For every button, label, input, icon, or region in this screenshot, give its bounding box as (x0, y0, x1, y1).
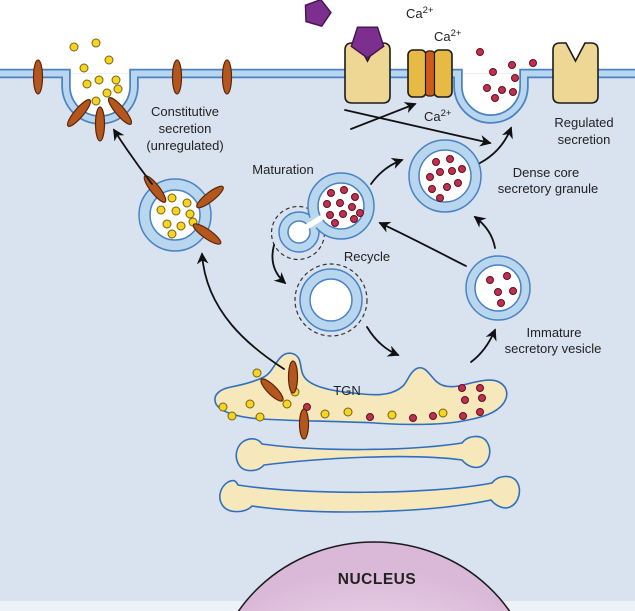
nucleus-label: NUCLEUS (338, 571, 416, 588)
dense-core-label-line2: secretory granule (498, 181, 598, 196)
tgn-membrane-proteins (260, 360, 310, 440)
arrow-granule-to-membrane (479, 126, 513, 164)
golgi-cisterna-lower (219, 475, 521, 513)
constitutive-vesicle-cargo (156, 193, 198, 239)
arrow-vesicle-to-membrane (113, 128, 153, 185)
recycle-coat-dashed (294, 263, 368, 337)
constitutive-label-line1: Constitutive (151, 104, 219, 119)
constitutive-label-line2: secretion (159, 121, 212, 136)
arrow-immature-to-maturation (378, 221, 467, 267)
receptor-with-ligand (344, 26, 391, 104)
arrow-calcium-signal (344, 109, 492, 147)
membrane-protein-icon (32, 59, 44, 95)
pathway-arrows (113, 102, 513, 370)
dense-core-label-line1: Dense core (513, 165, 579, 180)
constitutive-pocket-proteins (66, 97, 133, 142)
membrane-protein-icon (221, 59, 233, 95)
arrow-tgn-to-constitutive-vesicle (196, 252, 285, 370)
immature-label-line2: secretory vesicle (505, 341, 602, 356)
regulated-label-line1: Regulated (554, 115, 613, 130)
arrow-tgn-to-immature (470, 328, 497, 363)
recycle-vesicle (294, 263, 368, 337)
tgn-label: TGN (333, 383, 360, 398)
regulated-released-cargo (476, 48, 537, 102)
free-ligand-icon (304, 0, 332, 27)
membrane-protein-icon (171, 59, 183, 95)
golgi-cisterna-upper (235, 435, 491, 472)
transmembrane-protein-icons (32, 59, 233, 95)
maturation-label: Maturation (252, 162, 313, 177)
arrow-signal-to-channel (350, 102, 417, 130)
immature-secretory-vesicle (465, 255, 531, 321)
arrow-immature-to-granule (473, 215, 496, 249)
maturing-granule-cargo (323, 186, 364, 227)
empty-receptor-icon (552, 42, 599, 104)
cytoplasm (0, 73, 635, 601)
dense-core-secretory-granule (408, 139, 482, 213)
bound-ligand-icon (350, 26, 385, 59)
trans-golgi-network (214, 352, 508, 440)
calcium-channel-icon (407, 49, 453, 98)
calcium-label-arrow: Ca2+ (424, 108, 452, 124)
tgn-cargo-dots (218, 368, 486, 422)
nucleus (237, 541, 511, 611)
maturing-granule-with-bud (270, 172, 375, 261)
constitutive-released-cargo (69, 38, 123, 106)
constitutive-label-line3: (unregulated) (146, 138, 223, 153)
arrow-recycle-to-tgn (366, 326, 400, 357)
calcium-label-top: Ca2+ (406, 5, 434, 21)
calcium-label-mid: Ca2+ (434, 28, 462, 44)
dense-core-cargo (426, 155, 466, 202)
regulated-fusion-pocket (458, 73, 524, 119)
recycle-label: Recycle (344, 249, 390, 264)
immature-vesicle-cargo (486, 272, 517, 307)
immature-label-line1: Immature (527, 325, 582, 340)
diagram-labels: Constitutive secretion (unregulated) Mat… (146, 5, 613, 588)
arrow-maturation-to-granule (370, 157, 404, 185)
constitutive-secretory-vesicle (138, 175, 224, 252)
receptor-icon (344, 42, 391, 104)
regulated-label-line2: secretion (558, 132, 611, 147)
arrow-bud-to-recycle (271, 244, 287, 285)
